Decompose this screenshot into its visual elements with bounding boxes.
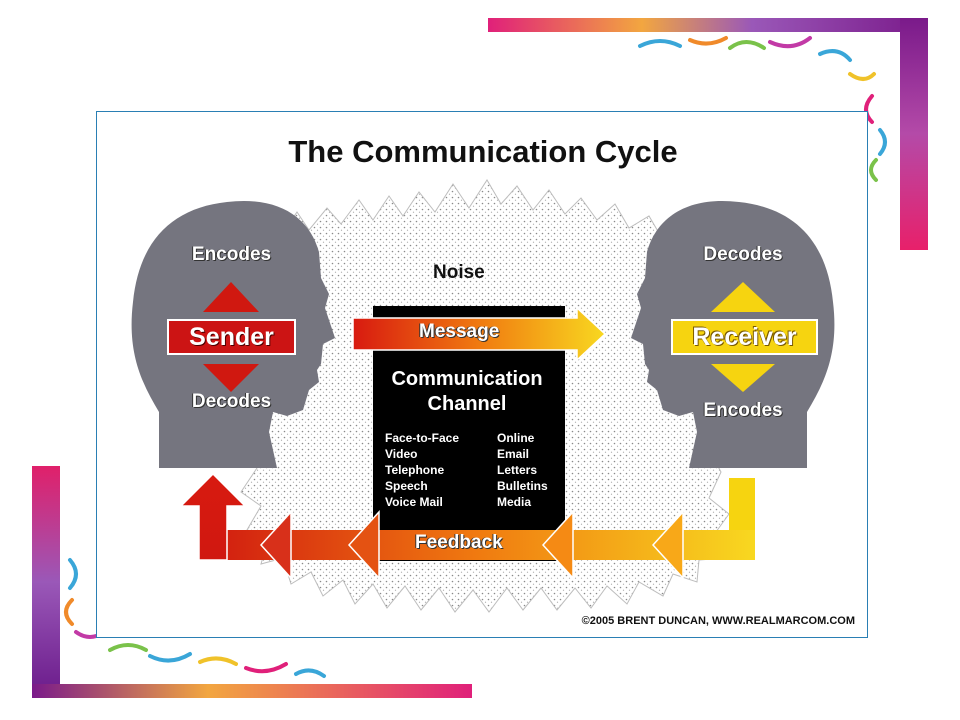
feedback-chevron-2 — [541, 510, 574, 580]
channel-item: Telephone — [385, 463, 445, 477]
feedback-up-arrow — [179, 472, 247, 561]
channel-item: Face-to-Face — [385, 431, 460, 445]
communication-cycle-diagram: The Communication Cycle Encodes Sender D… — [96, 111, 868, 638]
sender-label: Sender — [167, 319, 296, 355]
sender-decodes-label: Decodes — [191, 391, 272, 412]
channel-item: Voice Mail — [385, 495, 443, 509]
noise-label: Noise — [433, 262, 485, 283]
channel-list-left: Face-to-Face Video Telephone Speech Voic… — [385, 430, 459, 510]
channel-item: Letters — [497, 463, 538, 477]
channel-item: Speech — [385, 479, 428, 493]
sender-up-arrow — [203, 282, 259, 312]
receiver-label: Receiver — [671, 319, 818, 355]
swirl-ornaments — [64, 36, 887, 678]
bottom-left-bar-horizontal — [32, 684, 472, 698]
channel-title-line1: Communication — [391, 368, 543, 390]
channel-item: Online — [497, 431, 535, 445]
diagram-title: The Communication Cycle — [288, 134, 678, 169]
feedback-band — [199, 530, 755, 560]
top-right-bar-vertical — [900, 18, 928, 250]
bottom-left-bar-vertical — [32, 466, 60, 698]
feedback-label: Feedback — [415, 532, 503, 553]
channel-item: Media — [497, 495, 532, 509]
top-right-bar-horizontal — [488, 18, 928, 32]
diagram-graphics — [131, 179, 835, 613]
receiver-decodes-label: Decodes — [703, 244, 783, 265]
feedback-chevron-1 — [651, 510, 684, 580]
sender-down-arrow — [203, 364, 259, 392]
feedback-chevron-3 — [347, 510, 380, 580]
receiver-down-arrow — [711, 364, 775, 392]
channel-item: Bulletins — [497, 479, 548, 493]
message-arrow — [352, 306, 607, 362]
channel-list-right: Online Email Letters Bulletins Media — [497, 430, 548, 510]
receiver-encodes-label: Encodes — [703, 400, 783, 421]
channel-title: Communication Channel — [372, 367, 562, 417]
receiver-up-arrow — [711, 282, 775, 312]
message-label: Message — [419, 321, 500, 342]
feedback-chevron-4 — [259, 510, 292, 580]
channel-item: Video — [385, 447, 418, 461]
sender-encodes-label: Encodes — [191, 244, 272, 265]
channel-title-line2: Channel — [427, 393, 507, 415]
channel-item: Email — [497, 447, 530, 461]
copyright-notice: ©2005 BRENT DUNCAN, WWW.REALMARCOM.COM — [581, 615, 855, 627]
